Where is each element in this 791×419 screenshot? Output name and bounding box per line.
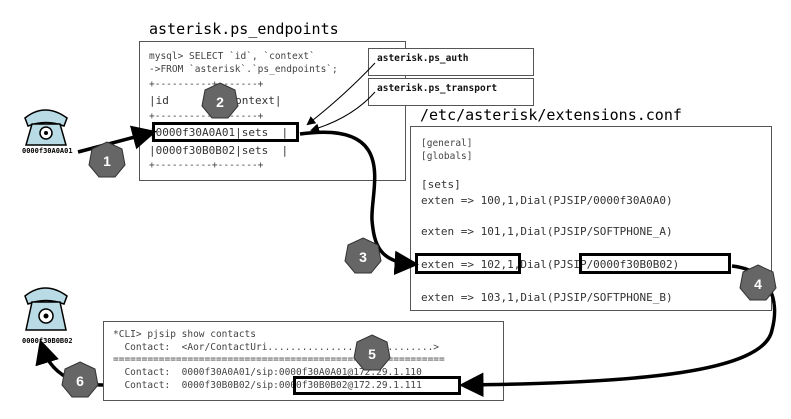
cli-line: Contact: <Aor/ContactUri................… (113, 342, 440, 353)
svg-text:6: 6 (76, 373, 84, 389)
flow-arrow-phone-to-endpoint (77, 125, 157, 154)
extension-line: exten => 103,1,Dial(PJSIP/SOFTPHONE_B) (421, 291, 673, 304)
extension-line: exten => 100,1,Dial(PJSIP/0000f30A0A0) (421, 194, 673, 207)
svg-text:2: 2 (216, 94, 224, 110)
svg-text:4: 4 (754, 276, 762, 292)
endpoints-line: +----------+-------+ (149, 160, 264, 171)
extensions-globals: [globals] (421, 151, 473, 162)
extension-line: exten => 101,1,Dial(PJSIP/SOFTPHONE_A) (421, 225, 673, 238)
endpoints-row-a: |0000f30A0A01|sets | (149, 126, 289, 139)
flow-arrow-dialplan-to-contacts (459, 264, 777, 398)
auth-link-arrow (306, 62, 376, 126)
step-badge-3: 3 (344, 237, 382, 274)
step-badge-4: 4 (739, 264, 777, 301)
ps-transport-callout: asterisk.ps_transport (368, 78, 534, 106)
endpoints-line: +----------+-------+ (149, 111, 264, 122)
dial-target-highlight (579, 253, 731, 274)
endpoints-query-box (139, 41, 406, 181)
step-badge-2: 2 (201, 82, 239, 119)
endpoints-line: +----------+-------+ (149, 79, 264, 90)
cli-line: ========================================… (113, 354, 445, 365)
step-badge-5: 5 (353, 334, 391, 371)
endpoints-line: mysql> SELECT `id`, `context` (149, 51, 315, 62)
extensions-title: /etc/asterisk/extensions.conf (420, 106, 682, 124)
svg-text:3: 3 (359, 249, 367, 265)
endpoints-line: ->FROM `asterisk`.`ps_endpoints`; (149, 64, 338, 75)
cli-line: Contact: 0000f30B0B02/sip:0000f30B0B02@1… (113, 380, 422, 391)
phone-b-icon (24, 287, 68, 331)
phone-a-icon (24, 109, 68, 146)
cli-box (103, 321, 504, 401)
step-badge-6: 6 (61, 361, 99, 398)
cli-line: Contact: 0000f30A0A01/sip:0000f30A0A01@1… (113, 367, 422, 378)
cli-line: *CLI> pjsip show contacts (113, 329, 256, 340)
phone-a-label: 0000f30A0A01 (22, 147, 73, 155)
step-badge-1: 1 (88, 141, 126, 178)
endpoints-title: asterisk.ps_endpoints (149, 20, 339, 38)
flow-arrow-endpoint-to-dialplan (299, 130, 419, 276)
extensions-conf-box (410, 126, 772, 311)
ps-auth-callout: asterisk.ps_auth (368, 48, 534, 76)
svg-text:1: 1 (103, 153, 111, 169)
svg-text:5: 5 (368, 346, 376, 362)
endpoints-row-b: |0000f30B0B02|sets | (149, 144, 289, 157)
extensions-sets: [sets] (421, 178, 461, 191)
transport-link-arrow (310, 91, 376, 133)
extensions-general: [general] (421, 138, 473, 149)
